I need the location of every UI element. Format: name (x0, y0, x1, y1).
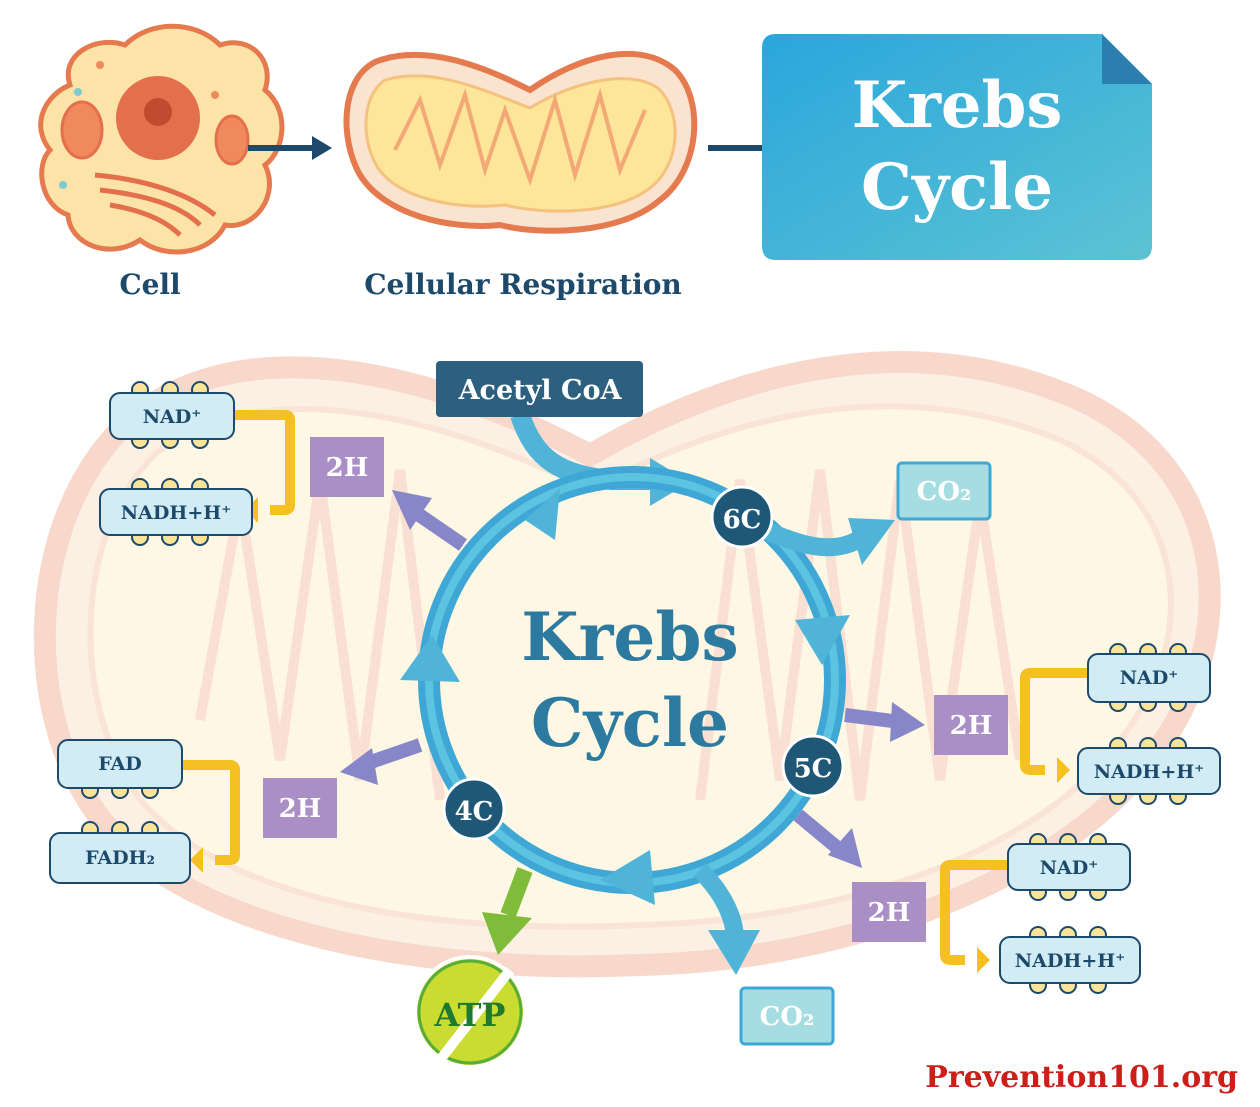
node-5c: 5C (781, 734, 845, 798)
arrow-head-icon (828, 828, 862, 868)
title-card-background (762, 34, 1152, 260)
arrow-head-icon (525, 488, 560, 540)
carrier-nad-bottom-right (1007, 833, 1131, 901)
co2-top-branch (756, 519, 863, 557)
title-line-2: Cycle (860, 150, 1054, 225)
hydrogen-labels: 2H 2H 2H 2H (279, 453, 993, 928)
cell-label: Cell (119, 268, 181, 301)
hydrogen-box (263, 778, 337, 838)
carrier-nadh-bottom-right (999, 926, 1141, 994)
arrow-head-icon (400, 635, 460, 682)
carrier-nadh-top-left (99, 478, 253, 546)
arrow-head-icon (1057, 757, 1070, 783)
arrow-head-icon (392, 490, 432, 530)
carrier-fad (57, 739, 183, 799)
carrier-fadh2 (49, 821, 191, 884)
cell-icon (38, 23, 285, 255)
arrow-head-icon (977, 947, 990, 973)
title-card: Krebs Cycle (762, 34, 1152, 260)
acetyl-coa-label: Acetyl CoA (458, 375, 623, 406)
hydrogen-box (852, 882, 926, 942)
krebs-cycle-diagram: NAD⁺ NADH+H⁺ FAD FADH₂ NAD⁺ NADH+H⁺ NAD⁺… (33, 351, 1221, 1069)
arrow-head-icon (708, 930, 760, 975)
co2-top-label: CO₂ (917, 477, 972, 507)
arrow-right-icon (248, 136, 332, 160)
carrier-label: FAD (98, 753, 142, 775)
co2-bottom-label: CO₂ (760, 1002, 815, 1032)
hydrogen-arrows (340, 490, 925, 868)
carrier-label: NADH+H⁺ (1094, 761, 1204, 783)
title-line-1: Krebs (851, 68, 1063, 143)
co2-top-box (896, 461, 992, 521)
carrier-label: NADH+H⁺ (1015, 950, 1125, 972)
node-5c-label: 5C (794, 754, 833, 784)
arrow-head-icon (600, 850, 655, 905)
hydrogen-boxes (263, 437, 1008, 942)
node-4c: 4C (442, 777, 506, 841)
carrier-nadh-right (1077, 737, 1221, 805)
node-6c: 6C (710, 485, 774, 549)
carrier-label: NAD⁺ (1120, 667, 1179, 689)
carrier-label: NADH+H⁺ (121, 502, 231, 524)
acetyl-coa-box (436, 361, 643, 417)
arrow-head-icon (795, 615, 850, 665)
carrier-nad-right (1087, 643, 1211, 712)
carrier-nad-top-left (109, 381, 235, 449)
hydrogen-box (310, 437, 384, 497)
node-6c-label: 6C (723, 505, 762, 535)
arrow-head-icon (190, 847, 203, 873)
hydrogen-box (934, 695, 1008, 755)
carrier-label: NAD⁺ (1040, 857, 1099, 879)
atp-label: ATP (434, 996, 506, 1034)
carrier-capsules (49, 381, 1221, 994)
top-illustrations (38, 23, 806, 255)
carrier-label: FADH₂ (85, 847, 155, 869)
hydrogen-label: 2H (279, 794, 322, 824)
cellular-respiration-label: Cellular Respiration (364, 268, 682, 301)
hydrogen-label: 2H (868, 898, 911, 928)
arrow-head-icon (890, 702, 925, 742)
node-4c-label: 4C (455, 797, 494, 827)
arrow-head-icon (340, 748, 378, 785)
cycle-arrowheads (400, 488, 850, 905)
arrow-head-icon (848, 518, 895, 565)
carrier-label: NAD⁺ (143, 406, 202, 428)
arrow-head-icon (482, 912, 532, 955)
hydrogen-label: 2H (950, 711, 993, 741)
carrier-labels: NAD⁺ NADH+H⁺ FAD FADH₂ NAD⁺ NADH+H⁺ NAD⁺… (85, 406, 1204, 972)
mitochondrion-icon (343, 50, 698, 234)
cycle-center-line-1: Krebs (521, 598, 738, 676)
co2-bottom-box (739, 986, 835, 1046)
hydrogen-label: 2H (326, 453, 369, 483)
site-footer: Prevention101.org (925, 1060, 1238, 1095)
atp-branch (500, 867, 533, 918)
cycle-center-line-2: Cycle (531, 684, 729, 762)
atp-stripe-icon (436, 966, 514, 1064)
carrier-conversion-arrows (180, 410, 1088, 965)
atp-badge: ATP (413, 955, 527, 1069)
